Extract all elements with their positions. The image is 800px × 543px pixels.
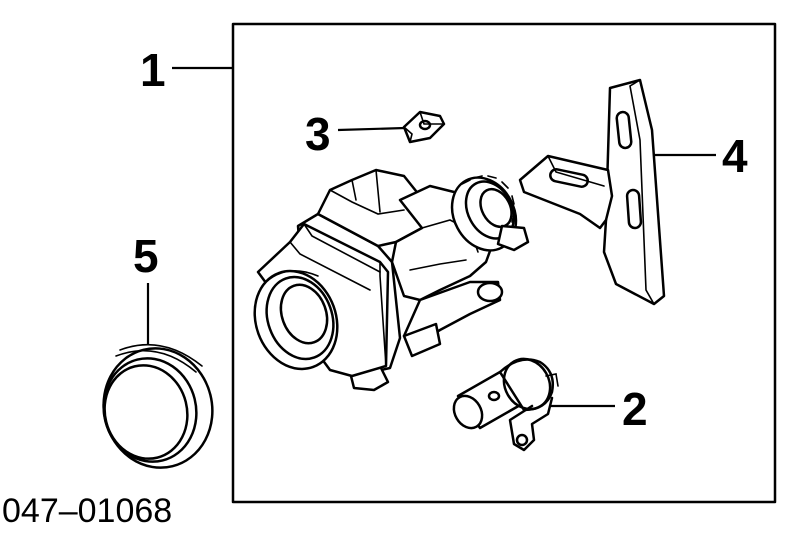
callout-2[interactable]: 2: [622, 383, 648, 435]
part-number: 047–01068: [2, 492, 172, 530]
assembly-frame: [231, 22, 777, 504]
callout-5[interactable]: 5: [133, 230, 159, 282]
clip-part-3[interactable]: [402, 110, 446, 144]
callout-3[interactable]: 3: [305, 108, 331, 160]
fog-lamp-housing[interactable]: [241, 166, 530, 392]
leader-line-3: [337, 126, 406, 132]
callout-4[interactable]: 4: [722, 130, 748, 182]
bracket-part-4[interactable]: [518, 78, 666, 306]
bulb-part-2[interactable]: [448, 350, 559, 452]
ring-part-5[interactable]: [91, 337, 225, 480]
callout-1[interactable]: 1: [140, 44, 166, 96]
